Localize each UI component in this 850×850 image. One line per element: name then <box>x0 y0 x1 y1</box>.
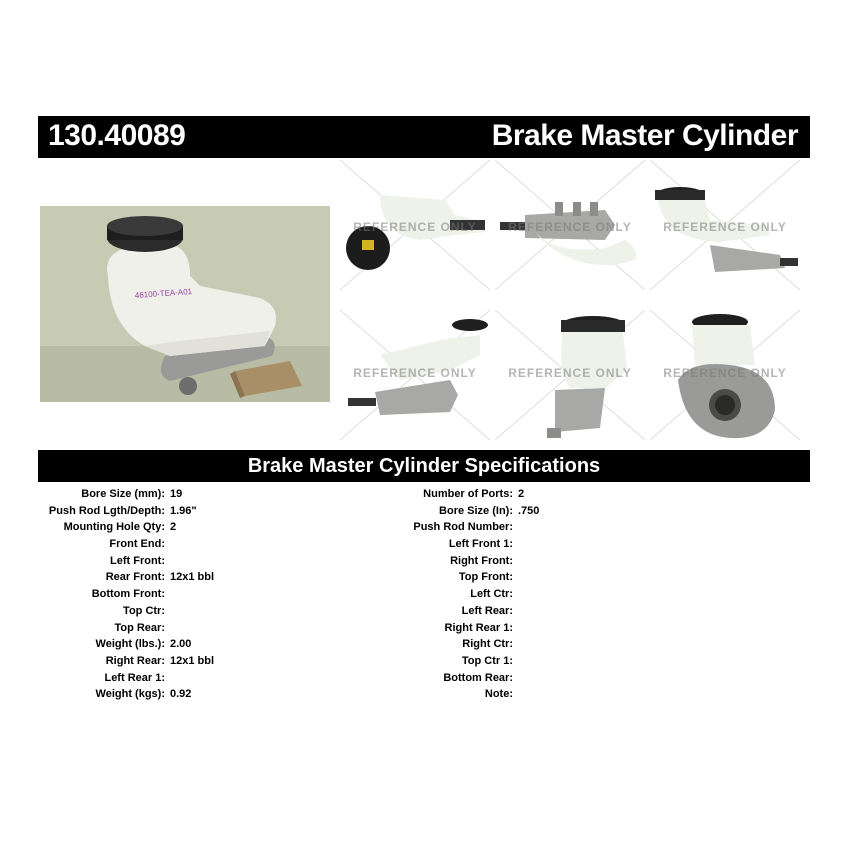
watermark: REFERENCE ONLY <box>663 366 787 380</box>
spec-row: Left Rear: <box>0 603 513 620</box>
spec-row: Top Rear: <box>0 620 165 637</box>
spec-value: 12x1 bbl <box>170 571 215 584</box>
spec-row: Left Ctr: <box>0 586 513 603</box>
spec-label: Right Ctr: <box>462 638 513 651</box>
spec-label: Front End: <box>109 538 165 551</box>
spec-value: 2 <box>518 488 525 500</box>
spec-row: Top Ctr 1: <box>0 653 513 670</box>
spec-label: Left Ctr: <box>470 588 513 601</box>
spec-value: 12x1 bbl <box>170 654 215 667</box>
spec-row: Bore Size (mm): 19 <box>0 486 182 503</box>
photo-label-text: 46100-TEA-A01 <box>135 287 193 300</box>
spec-label: Top Ctr: <box>123 604 165 617</box>
main-product-photo: 46100-TEA-A01 <box>40 206 330 402</box>
spec-row: Number of Ports: 2 <box>0 486 524 503</box>
spec-label: Left Front 1: <box>448 538 513 551</box>
spec-label: Top Ctr 1: <box>461 654 513 667</box>
spec-row: Push Rod Number: <box>0 519 513 536</box>
spec-label: Bottom Front: <box>91 588 165 601</box>
thumbnail-top-left: REFERENCE ONLY <box>340 160 490 290</box>
spec-row: Note: <box>0 686 513 703</box>
watermark: REFERENCE ONLY <box>353 220 477 234</box>
specifications-bar: Brake Master Cylinder Specifications <box>38 450 810 482</box>
spec-value: .750 <box>518 504 540 517</box>
spec-row: Top Ctr: <box>0 603 165 620</box>
thumbnail-bottom-left: REFERENCE ONLY <box>340 310 490 440</box>
spec-row: Front End: <box>0 536 165 553</box>
spec-label: Top Rear: <box>114 621 165 634</box>
spec-row: Push Rod Lgth/Depth: 1.96" <box>0 503 197 520</box>
spec-row: Left Front 1: <box>0 536 513 553</box>
spec-row: Left Rear 1: <box>0 670 165 687</box>
product-title: Brake Master Cylinder <box>491 119 799 152</box>
thumbnail-top-right: REFERENCE ONLY <box>650 160 800 290</box>
spec-label: Right Rear 1: <box>444 621 513 634</box>
spec-row: Right Front: <box>0 553 513 570</box>
spec-row: Right Rear: 12x1 bbl <box>0 653 214 670</box>
spec-label: Bore Size (mm): <box>81 488 165 500</box>
spec-label: Push Rod Lgth/Depth: <box>48 504 165 517</box>
thumbnail-bottom-right: REFERENCE ONLY <box>650 310 800 440</box>
spec-row: Bottom Rear: <box>0 670 513 687</box>
spec-value: 19 <box>170 488 183 500</box>
spec-label: Note: <box>484 688 513 701</box>
spec-label: Mounting Hole Qty: <box>63 521 165 534</box>
part-number: 130.40089 <box>48 119 186 152</box>
spec-row: Top Front: <box>0 569 513 586</box>
spec-label: Weight (lbs.): <box>95 638 165 651</box>
spec-label: Left Front: <box>110 554 165 567</box>
spec-row: Bore Size (In): .750 <box>0 503 539 520</box>
spec-label: Weight (kgs): <box>95 688 165 701</box>
spec-row: Weight (lbs.): 2.00 <box>0 636 192 653</box>
thumbnail-top-center: REFERENCE ONLY <box>495 160 645 290</box>
spec-label: Rear Front: <box>105 571 165 584</box>
spec-value: 1.96" <box>170 504 197 517</box>
header-bar: 130.40089 Brake Master Cylinder <box>38 116 810 158</box>
spec-label: Left Rear: <box>461 604 513 617</box>
spec-label: Bottom Rear: <box>443 671 513 684</box>
watermark: REFERENCE ONLY <box>508 220 632 234</box>
spec-row: Right Rear 1: <box>0 620 513 637</box>
thumbnail-bottom-center: REFERENCE ONLY <box>495 310 645 440</box>
spec-label: Left Rear 1: <box>104 671 165 684</box>
spec-row: Weight (kgs): 0.92 <box>0 686 192 703</box>
watermark: REFERENCE ONLY <box>663 220 787 234</box>
specifications-title: Brake Master Cylinder Specifications <box>247 455 601 477</box>
spec-row: Rear Front: 12x1 bbl <box>0 569 214 586</box>
spec-label: Top Front: <box>458 571 513 584</box>
spec-row: Mounting Hole Qty: 2 <box>0 519 177 536</box>
spec-label: Number of Ports: <box>423 488 513 500</box>
spec-label: Right Rear: <box>105 654 165 667</box>
watermark: REFERENCE ONLY <box>508 366 632 380</box>
spec-value: 2.00 <box>170 638 192 651</box>
spec-value: 2 <box>170 521 177 534</box>
spec-row: Left Front: <box>0 553 165 570</box>
spec-row: Bottom Front: <box>0 586 165 603</box>
spec-value: 0.92 <box>170 688 192 701</box>
spec-label: Push Rod Number: <box>413 521 513 534</box>
spec-row: Right Ctr: <box>0 636 513 653</box>
spec-label: Right Front: <box>450 554 513 567</box>
watermark: REFERENCE ONLY <box>353 366 477 380</box>
spec-label: Bore Size (In): <box>439 504 513 517</box>
